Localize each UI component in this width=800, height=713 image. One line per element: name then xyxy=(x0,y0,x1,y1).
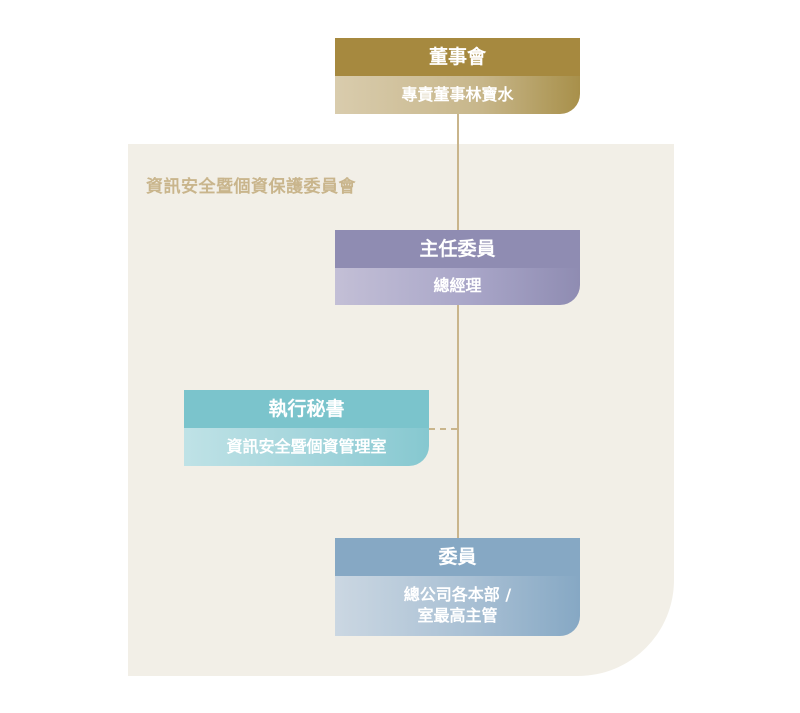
chair-title: 主任委員 xyxy=(335,230,580,268)
connector-chair-members xyxy=(457,305,459,538)
members-title: 委員 xyxy=(335,538,580,576)
chair-node: 主任委員 總經理 xyxy=(335,230,580,305)
committee-title: 資訊安全暨個資保護委員會 xyxy=(146,177,356,197)
connector-secretary-dashed xyxy=(429,428,457,430)
members-subtitle-line2: 室最高主管 xyxy=(417,606,498,625)
board-subtitle: 專責董事林寶水 xyxy=(335,76,580,114)
members-subtitle: 總公司各本部 / 室最高主管 xyxy=(335,576,580,636)
connector-board-chair xyxy=(457,114,459,230)
secretary-node: 執行秘書 資訊安全暨個資管理室 xyxy=(184,390,429,466)
members-node: 委員 總公司各本部 / 室最高主管 xyxy=(335,538,580,636)
board-node: 董事會 專責董事林寶水 xyxy=(335,38,580,114)
board-title: 董事會 xyxy=(335,38,580,76)
chair-subtitle: 總經理 xyxy=(335,268,580,305)
secretary-subtitle: 資訊安全暨個資管理室 xyxy=(184,428,429,466)
members-subtitle-line1: 總公司各本部 / xyxy=(403,585,512,605)
secretary-title: 執行秘書 xyxy=(184,390,429,428)
